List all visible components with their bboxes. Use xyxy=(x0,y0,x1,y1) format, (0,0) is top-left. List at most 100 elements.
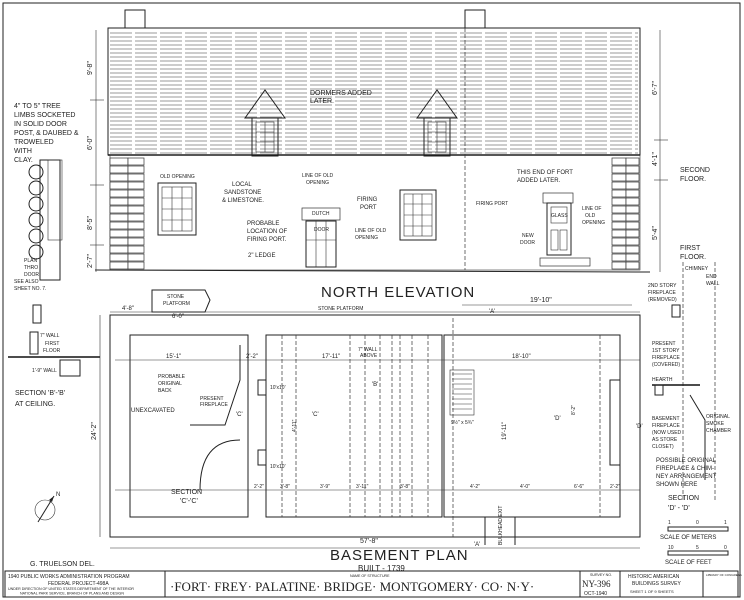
stone xyxy=(127,221,145,230)
label-second: SECOND xyxy=(680,167,710,174)
label-limestone: & LIMESTONE. xyxy=(222,198,264,204)
program-line-1: 1940 PUBLIC WORKS ADMINISTRATION PROGRAM xyxy=(8,574,130,580)
stone-platform xyxy=(151,289,211,313)
label-dutch: DUTCH xyxy=(312,211,330,217)
stone xyxy=(625,229,640,238)
log-end xyxy=(28,212,44,228)
label-probable: PROBABLE xyxy=(247,221,279,227)
title-block: 1940 PUBLIC WORKS ADMINISTRATION PROGRAM… xyxy=(4,570,742,598)
stone xyxy=(109,165,129,174)
dim-center-room: 17'-11" xyxy=(322,354,340,360)
stone xyxy=(625,221,640,230)
dim-east-second: 4'-1" xyxy=(652,152,659,166)
dim-overall-depth: 24'-2" xyxy=(91,422,98,440)
label-possible-original: SHOWN HERE xyxy=(656,482,697,488)
stone xyxy=(611,181,627,190)
stone xyxy=(625,245,640,254)
label-19-wall: 1'-9" WALL xyxy=(32,368,57,374)
label-first-floor: FLOOR. xyxy=(680,254,706,261)
label-basement-fireplace: AS STORE xyxy=(652,437,678,443)
stone xyxy=(625,237,640,246)
dim-platform-a: 4'-8" xyxy=(122,306,134,312)
scale-meters-tick: 1 xyxy=(668,520,671,526)
stone xyxy=(109,181,129,190)
stone xyxy=(611,205,627,214)
scale-feet-tick: 10 xyxy=(668,545,674,551)
section-cc-id: 'C'-'C' xyxy=(180,498,198,505)
label-present-first: 1ST STORY xyxy=(652,348,680,354)
label-present-first: FIREPLACE xyxy=(652,355,680,361)
detail-note-line: 4" TO 5" TREE xyxy=(14,103,61,110)
log-end xyxy=(28,196,44,212)
dim-row: 3'-8" xyxy=(280,484,290,490)
dim-fire-depth: 4'-11" xyxy=(292,419,298,432)
section-bb-sub: AT CEILING. xyxy=(15,401,55,408)
log-end xyxy=(28,244,44,260)
label-hearth: HEARTH xyxy=(652,377,673,383)
survey-number: NY-396 xyxy=(582,579,611,589)
label-opening-3: OPENING xyxy=(582,220,605,226)
label-door: DOOR xyxy=(314,227,329,233)
dim-row: 2'-2" xyxy=(610,484,620,490)
label-port: PORT xyxy=(360,205,377,211)
stone xyxy=(127,205,145,214)
structure-name: ·FORT· FREY· PALATINE· BRIDGE· MONTGOMER… xyxy=(170,579,534,594)
stone xyxy=(611,173,627,182)
plan-note-line: PLAN xyxy=(24,258,37,264)
stone xyxy=(611,245,627,254)
stone xyxy=(611,165,627,174)
stone xyxy=(127,189,145,198)
label-7-wall-above: 7" WALL xyxy=(358,347,378,353)
label-firing-port-loc: FIRING PORT. xyxy=(247,237,287,243)
label-probable-back: ORIGINAL xyxy=(158,381,182,387)
plan-note-line: DOOR xyxy=(24,272,39,278)
dim-stair: 9½" x 5¾" xyxy=(451,419,474,426)
stone xyxy=(127,165,145,174)
stone xyxy=(611,157,627,166)
label-opening: OPENING xyxy=(306,180,329,186)
label-end-wall: WALL xyxy=(706,281,720,287)
marker-c-right: 'C' xyxy=(312,412,319,418)
stone xyxy=(127,213,145,222)
stone xyxy=(127,261,145,270)
program-line-4: NATIONAL PARK SERVICE, BRANCH OF PLANS A… xyxy=(20,592,124,596)
dim-opening-b: 10'x10' xyxy=(270,464,286,470)
stone xyxy=(109,197,129,206)
label-local: LOCAL xyxy=(232,182,252,188)
marker-a-bottom: 'A' xyxy=(474,542,480,548)
label-possible-original: FIREPLACE & CHIM- xyxy=(656,466,714,472)
label-location: LOCATION OF xyxy=(247,229,288,235)
stone xyxy=(625,253,640,262)
label-possible-original: POSSIBLE ORIGINAL xyxy=(656,458,717,464)
stone xyxy=(127,237,145,246)
stone xyxy=(127,173,145,182)
label-first: FIRST xyxy=(680,245,701,252)
label-dormers-2: LATER. xyxy=(310,98,334,105)
label-new-door: DOOR xyxy=(520,240,535,246)
stone xyxy=(611,189,627,198)
chimney-west xyxy=(124,9,146,29)
dim-wall-22: 2'-2" xyxy=(246,354,258,360)
dim-east-width: 19'-10" xyxy=(530,297,552,304)
dim-row: 3'-11" xyxy=(356,484,369,490)
label-second-floor: FLOOR. xyxy=(680,176,706,183)
stone xyxy=(127,197,145,206)
stone xyxy=(611,237,627,246)
stone xyxy=(625,165,640,174)
scale-bar-feet xyxy=(667,550,729,556)
label-second-fireplace: (REMOVED) xyxy=(648,297,677,303)
plan-thru-door-icon xyxy=(32,304,42,324)
label-ledge: 2" LEDGE xyxy=(248,253,275,259)
label-dormers: DORMERS ADDED xyxy=(310,90,372,97)
library-note: LIBRARY OF CONGRESS xyxy=(706,573,742,577)
stone xyxy=(109,173,129,182)
label-new: NEW xyxy=(522,233,534,239)
log-end xyxy=(28,164,44,180)
dim-overall-length: 57'-8" xyxy=(360,538,378,545)
window-west xyxy=(157,182,197,236)
north-elevation: 9'-8" 6'-0" 8'-5" 2'-7" 6'-7" 4'-1" 5'-4… xyxy=(87,9,710,313)
survey-date: OCT-1940 xyxy=(584,591,607,597)
dim-row: 3'-9" xyxy=(320,484,330,490)
